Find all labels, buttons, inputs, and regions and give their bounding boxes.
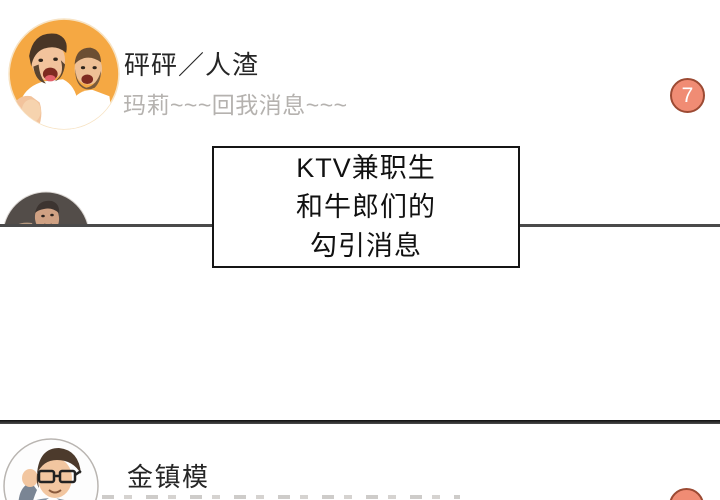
two-men-selfie-avatar-icon: [8, 18, 120, 130]
narration-box: KTV兼职生 和牛郎们的 勾引消息: [212, 146, 520, 268]
chat-name: 金镇模: [127, 462, 210, 492]
lying-man-avatar-icon: [3, 191, 89, 225]
narration-line: KTV兼职生: [296, 152, 436, 183]
unread-badge-partial: [669, 488, 704, 500]
narration-line: 和牛郎们的: [296, 191, 436, 222]
partial-message-top-sliver: [102, 495, 460, 499]
glasses-man-avatar-icon: [3, 438, 99, 500]
chat-row-2[interactable]: [2, 191, 90, 225]
panel-border-bottom: [0, 420, 720, 424]
unread-badge: 7: [670, 78, 705, 113]
chat-message-preview: 玛莉~~~回我消息~~~: [123, 92, 348, 118]
chat-name: 砰砰／人渣: [124, 50, 260, 80]
narration-line: 勾引消息: [310, 230, 422, 261]
